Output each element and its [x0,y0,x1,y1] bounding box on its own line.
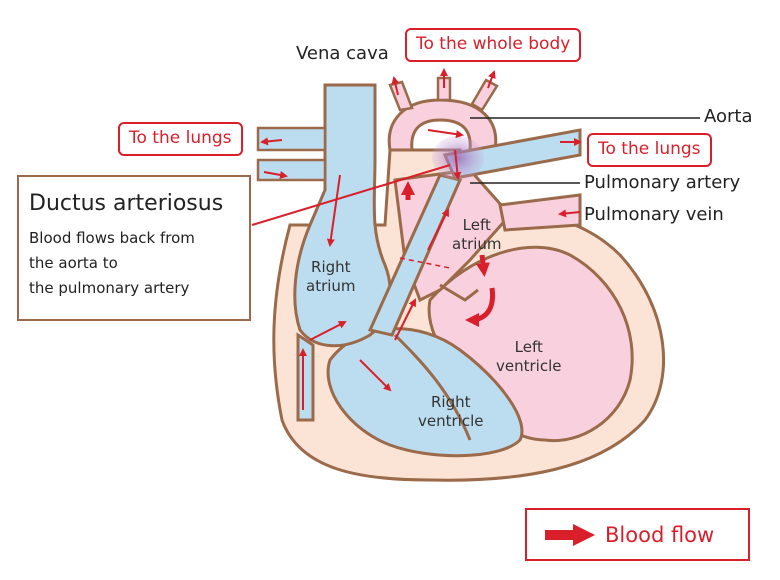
label-right-atrium: Right atrium [306,258,356,296]
right-atrium-line-2: atrium [306,277,356,295]
ductus-callout: Ductus arteriosus Blood flows back from … [17,175,251,321]
right-atrium-line-1: Right [311,258,351,276]
aorta-branch-3 [470,78,499,112]
right-ventricle-line-1: Right [430,393,471,411]
blood-flow-arrow-icon [545,524,595,546]
label-to-whole-body: To the whole body [405,28,582,62]
ductus-title: Ductus arteriosus [29,191,224,216]
label-pulmonary-vein: Pulmonary vein [584,204,724,225]
leader-lines [470,117,700,184]
legend-label: Blood flow [605,523,715,547]
left-ventricle-line-1: Left [514,338,543,356]
right-ventricle-chamber [326,327,524,458]
flow-arrows [260,68,582,410]
pulmonary-vein [498,193,582,232]
label-to-lungs-right: To the lungs [587,133,712,167]
ductus-desc-line-3: the pulmonary artery [29,279,190,297]
ductus-highlight [432,136,484,180]
legend: Blood flow [525,508,750,561]
aorta-branch-2 [436,76,452,102]
aorta-branch-1 [388,80,414,112]
label-vena-cava: Vena cava [296,43,389,64]
septum [393,333,472,441]
vena-cava-lower [296,332,315,422]
ductus-desc-line-2: the aorta to [29,254,118,272]
ductus-desc-line-1: Blood flows back from [29,229,195,247]
left-atrium-line-2: atrium [452,235,502,253]
label-right-ventricle: Right ventricle [418,393,483,431]
ductus-description: Blood flows back from the aorta to the p… [29,226,239,301]
valve-left [439,283,479,302]
pulmonary-artery [367,173,463,337]
right-ventricle-line-2: ventricle [418,412,484,430]
left-atrium-line-1: Left [462,216,491,234]
ductus-leader [251,164,451,226]
vena-cava [293,83,392,348]
label-pulmonary-artery: Pulmonary artery [584,172,741,193]
label-to-lungs-left: To the lungs [118,122,243,156]
label-left-atrium: Left atrium [452,216,502,254]
label-aorta: Aorta [704,106,753,127]
bold-flow-arrows [401,181,496,327]
label-left-ventricle: Left ventricle [496,338,561,376]
left-ventricle-line-2: ventricle [496,357,562,375]
